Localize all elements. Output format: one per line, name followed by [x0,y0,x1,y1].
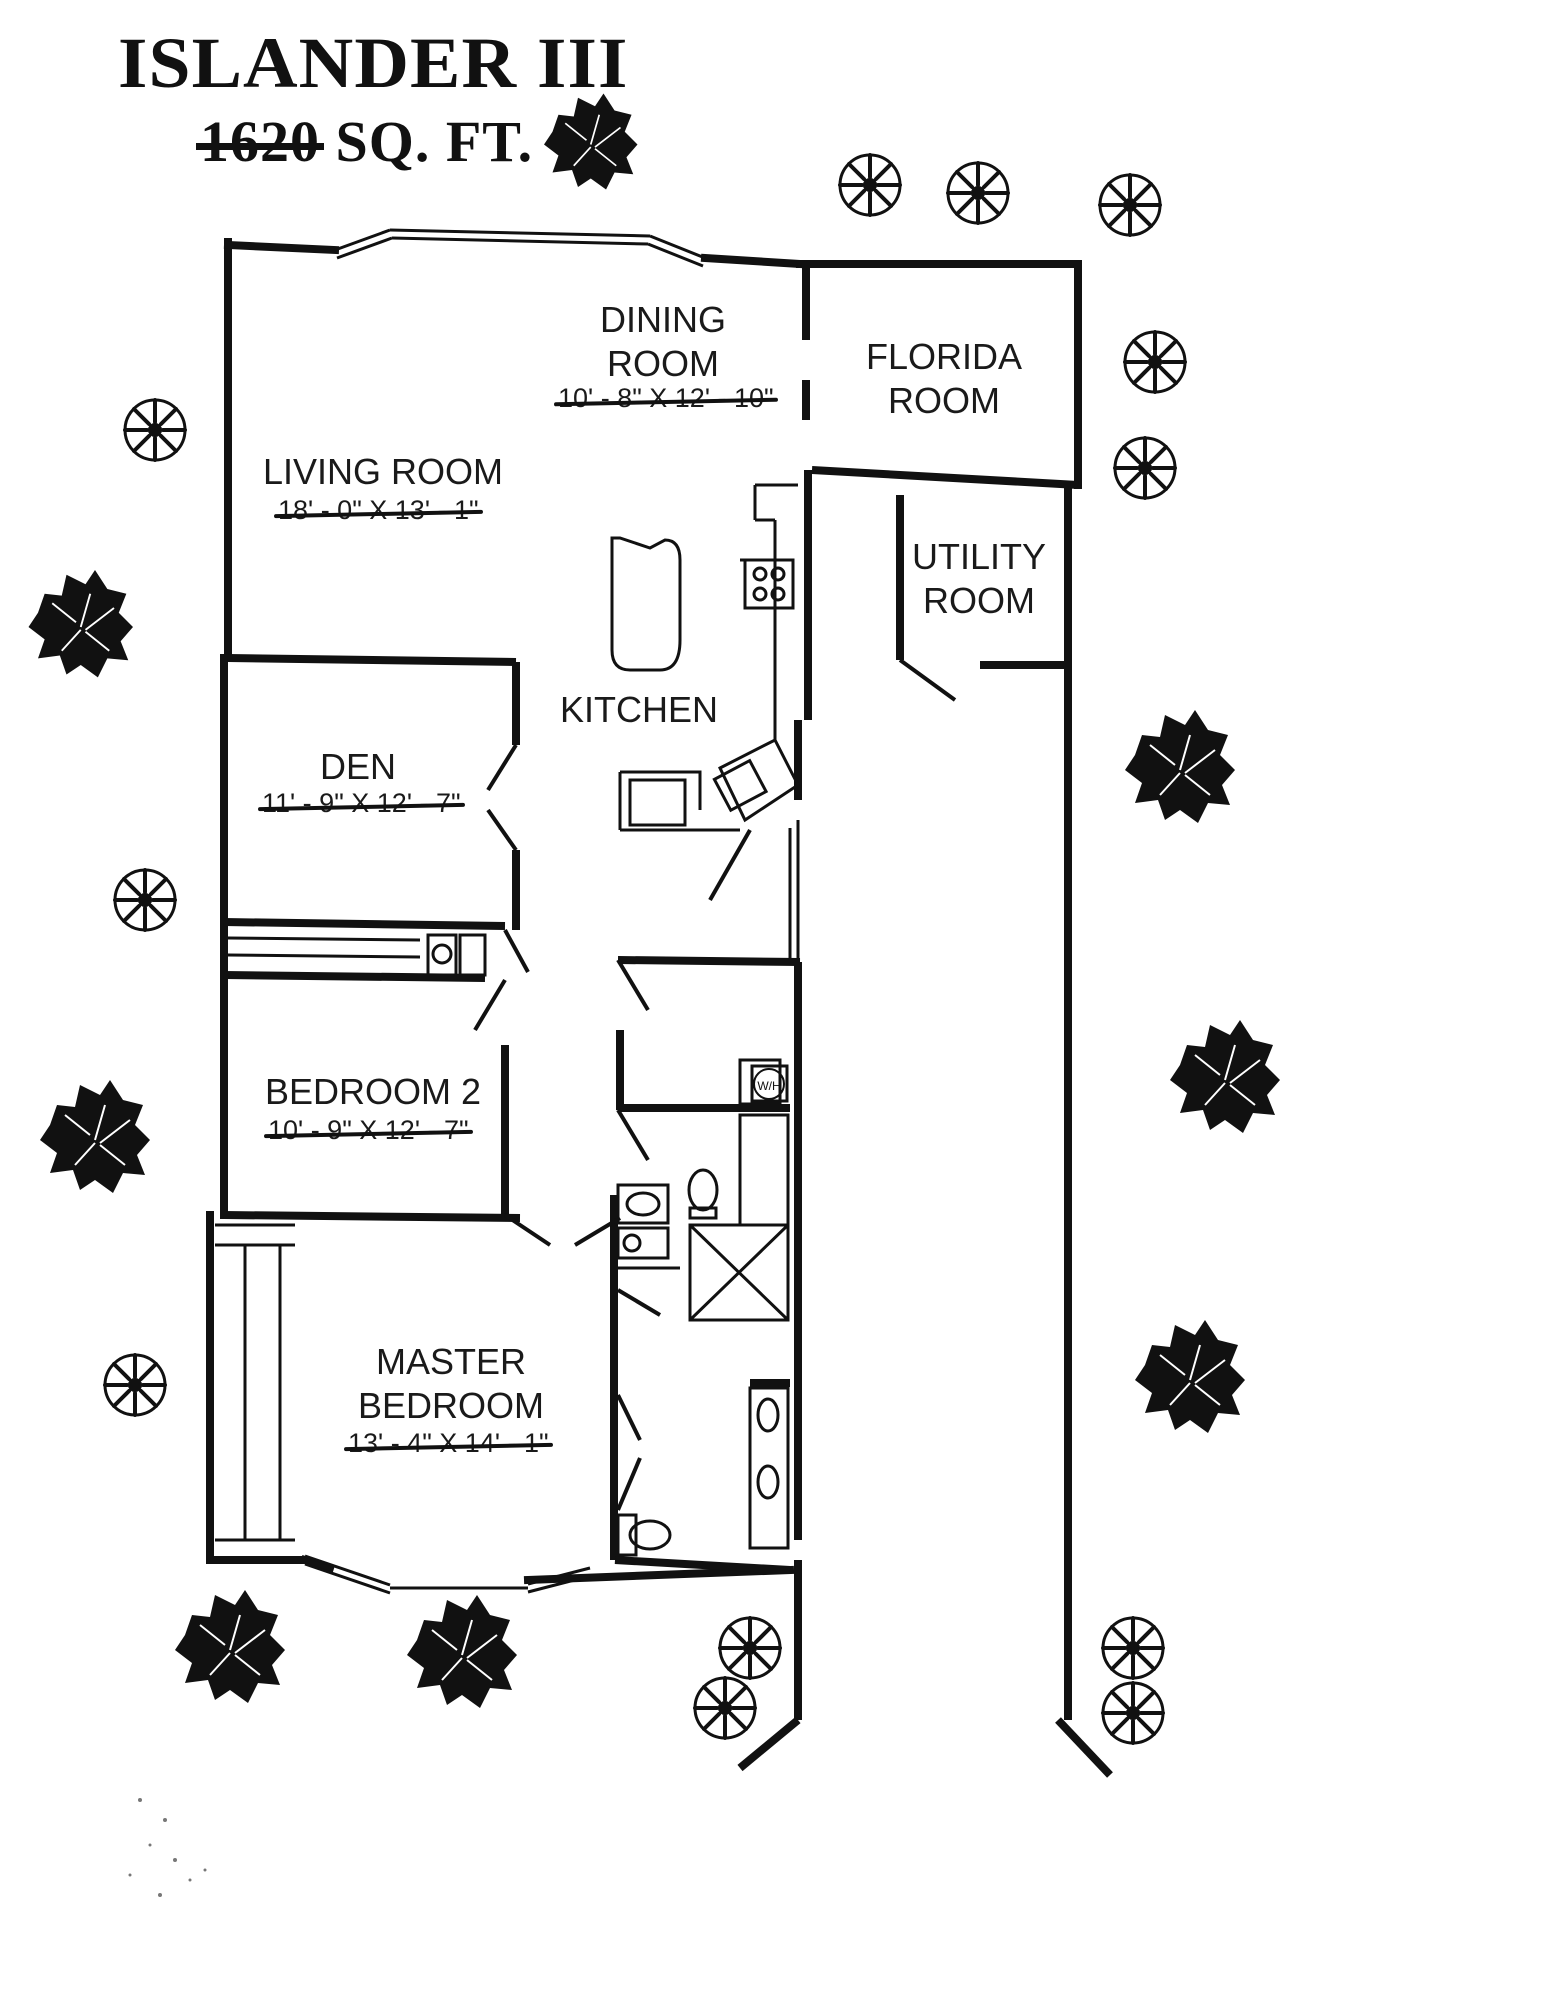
shrub-icon [946,161,1010,225]
kitchen-counters [610,483,800,960]
shrub-icon [113,868,177,932]
shrub-icon [1101,1616,1165,1680]
bedroom-2-dimensions: 10' - 9" X 12' - 7" [268,1115,469,1145]
square-footage: 1620 SQ. FT. [200,108,533,175]
tree-icon [27,569,134,679]
shrub-icon [718,1616,782,1680]
living-room-dimensions: 18' - 0" X 13' - 1" [278,495,479,525]
tree-icon [1124,709,1236,824]
shrub-icon [1101,1681,1165,1745]
shrub-icon [1098,173,1162,237]
shrub-icon [1123,330,1187,394]
shrub-icon [1113,436,1177,500]
bedroom-2-label: BEDROOM 2 [265,1071,482,1112]
tree-icon [406,1594,518,1709]
water-heater-icon [750,1064,789,1103]
doors [473,658,957,1511]
bay-window-top [334,228,706,268]
shrub-icon [693,1676,757,1740]
square-footage-struck-value: 1620 [200,109,320,174]
exterior-walls [206,238,1082,1585]
shrub-icon [103,1353,167,1417]
fixtures [215,933,790,1557]
dining-room-dimensions: 10' - 8" X 12' - 10" [558,383,774,413]
tree-icon [174,1589,286,1704]
den-label: DEN [320,746,397,787]
tree-icon [39,1079,151,1194]
water-heater-label: W/H [757,1079,780,1093]
tree-icon [1134,1319,1246,1434]
tree-icon [1169,1019,1281,1134]
shrub-icon [123,398,187,462]
shrub-icon [838,153,902,217]
bay-window-bottom [304,1554,591,1595]
den-dimensions: 11' - 9" X 12' - 7" [262,788,461,818]
tree-icon [543,92,639,191]
master-bedroom-dimensions: 13' - 4" X 14' - 1" [348,1428,549,1458]
scan-noise [128,1798,207,1897]
plan-title: ISLANDER III [118,23,629,103]
square-footage-unit: SQ. FT. [335,109,534,174]
kitchen-label: KITCHEN [560,689,719,730]
living-room-label: LIVING ROOM [263,451,504,492]
